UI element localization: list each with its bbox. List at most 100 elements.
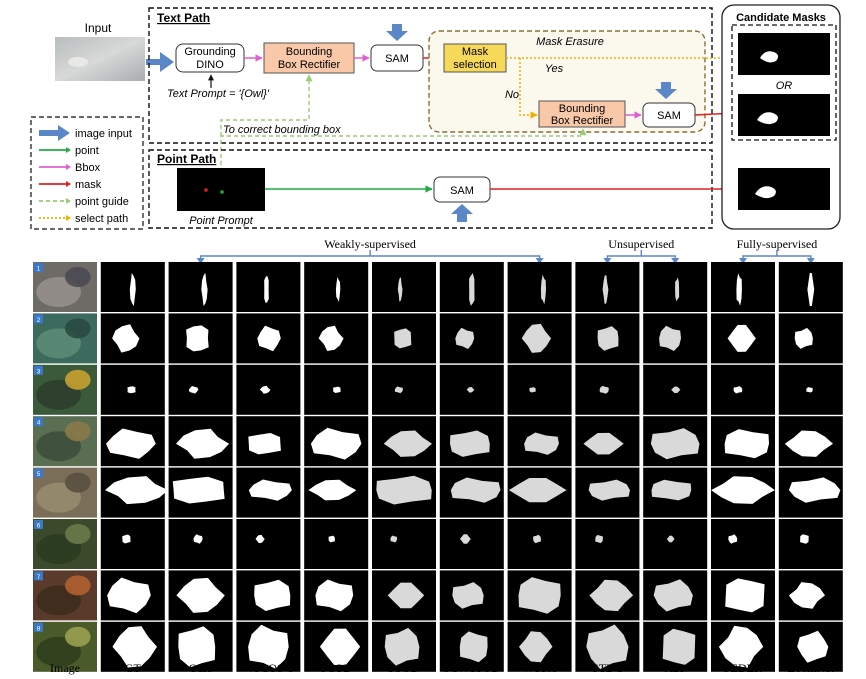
mask-shape bbox=[335, 277, 341, 302]
legend-label: point bbox=[75, 145, 99, 157]
mask-shape bbox=[586, 624, 629, 670]
column-label: FEDER bbox=[724, 661, 762, 675]
no-label: No bbox=[505, 89, 519, 101]
mask-shape bbox=[318, 325, 344, 351]
point-guide-to-rectifier1 bbox=[220, 74, 313, 136]
mask-shape bbox=[105, 476, 169, 505]
mask-shape bbox=[394, 328, 412, 349]
mask-shape bbox=[788, 582, 825, 609]
mask-shape bbox=[310, 427, 362, 460]
mask-shape bbox=[725, 578, 765, 613]
mask-shape bbox=[662, 628, 696, 665]
text-prompt: Text Prompt = '{Owl}' bbox=[167, 88, 270, 100]
mask-shape bbox=[597, 326, 619, 351]
mask-shape bbox=[653, 579, 693, 612]
mask-shape bbox=[595, 534, 603, 544]
mask-shape bbox=[122, 534, 131, 544]
mask-shape bbox=[176, 428, 230, 459]
mask-shape bbox=[727, 324, 756, 352]
mask-cell bbox=[439, 519, 504, 569]
mask-shape bbox=[254, 579, 291, 611]
mask-cell bbox=[711, 519, 775, 569]
group-label: Unsupervised bbox=[608, 237, 674, 251]
legend-label: select path bbox=[75, 213, 128, 225]
mask-shape bbox=[588, 479, 630, 501]
mask-shape bbox=[394, 386, 403, 394]
text-path-title: Text Path bbox=[157, 11, 210, 25]
mask-cell bbox=[372, 519, 436, 569]
mask-shape bbox=[519, 631, 553, 663]
column-label: SCWSSOD bbox=[443, 661, 500, 675]
mask-shape bbox=[264, 275, 269, 304]
mask-shape bbox=[201, 273, 208, 306]
mask-shape bbox=[728, 534, 738, 544]
mask-shape bbox=[724, 429, 769, 459]
legend-arrowhead bbox=[66, 147, 71, 153]
mask-shape bbox=[675, 277, 680, 302]
mask-cell bbox=[100, 519, 165, 569]
mask-shape bbox=[107, 577, 151, 614]
row-number-badge bbox=[34, 314, 43, 324]
legend-label: mask bbox=[75, 179, 102, 191]
source-image-texture bbox=[65, 421, 91, 442]
mask-shape bbox=[248, 433, 281, 455]
or-label: OR bbox=[776, 80, 793, 92]
positive-point bbox=[220, 190, 224, 194]
bbox-rectifier-box bbox=[263, 42, 355, 74]
mask-shape bbox=[508, 478, 567, 503]
mask-selection-line2: selection bbox=[453, 59, 496, 71]
mask-shape bbox=[383, 430, 432, 457]
mask-shape bbox=[178, 626, 216, 668]
mask-shape bbox=[450, 430, 490, 457]
mask-cell bbox=[507, 519, 572, 569]
row-number: 7 bbox=[37, 574, 41, 581]
grounding-dino-line1: Grounding bbox=[184, 46, 235, 58]
mask-shape bbox=[390, 535, 398, 543]
column-label: A2S bbox=[665, 661, 686, 675]
sam2-image-arrow bbox=[655, 82, 677, 99]
candidate-inner-box bbox=[731, 24, 837, 141]
mask-shape bbox=[794, 327, 813, 349]
row-number-badge bbox=[34, 417, 43, 427]
group-bracket-arrow bbox=[739, 258, 747, 264]
mask-cell bbox=[168, 519, 233, 569]
candidate-mask-1-shape bbox=[760, 51, 779, 63]
input-owl bbox=[68, 57, 88, 67]
mask-shape bbox=[671, 386, 681, 393]
mask-shape bbox=[188, 386, 199, 394]
candidate-mask-3-shape bbox=[755, 186, 776, 199]
source-image-texture bbox=[65, 626, 91, 647]
group-label: Fully-supervised bbox=[737, 237, 818, 251]
mask-shape bbox=[583, 432, 624, 455]
input-image bbox=[55, 37, 145, 81]
mask-shape bbox=[452, 582, 484, 609]
candidate-mask-2 bbox=[738, 94, 830, 136]
mask-shape bbox=[450, 477, 501, 503]
group-bracket-arrow bbox=[603, 258, 612, 264]
negative-point bbox=[204, 188, 208, 192]
mask-shape bbox=[784, 430, 833, 457]
group-label: Weakly-supervised bbox=[324, 237, 416, 251]
mask-shape bbox=[599, 385, 609, 394]
mask-shape bbox=[129, 272, 136, 307]
select-path-no bbox=[519, 58, 538, 119]
mask-shape bbox=[650, 428, 700, 460]
grounding-dino-line2: DINO bbox=[196, 59, 224, 71]
mask-cell bbox=[507, 364, 572, 415]
point-prompt-image bbox=[177, 168, 265, 211]
group-bracket bbox=[199, 255, 541, 260]
mask-shape bbox=[718, 625, 764, 668]
mask-erasure-label: Mask Erasure bbox=[536, 36, 604, 48]
bbox-rectifier2-line1: Bounding bbox=[559, 103, 606, 115]
mask-shape bbox=[529, 387, 536, 393]
row-number-badge bbox=[34, 622, 43, 632]
source-image-texture bbox=[65, 267, 91, 287]
row-number-badge bbox=[34, 571, 43, 581]
column-label: GT bbox=[125, 661, 142, 675]
pipeline-diagram: Input Text Path Grounding DINO Text Prom… bbox=[55, 4, 841, 230]
source-image-texture bbox=[65, 369, 91, 390]
row-number: 8 bbox=[37, 625, 41, 632]
